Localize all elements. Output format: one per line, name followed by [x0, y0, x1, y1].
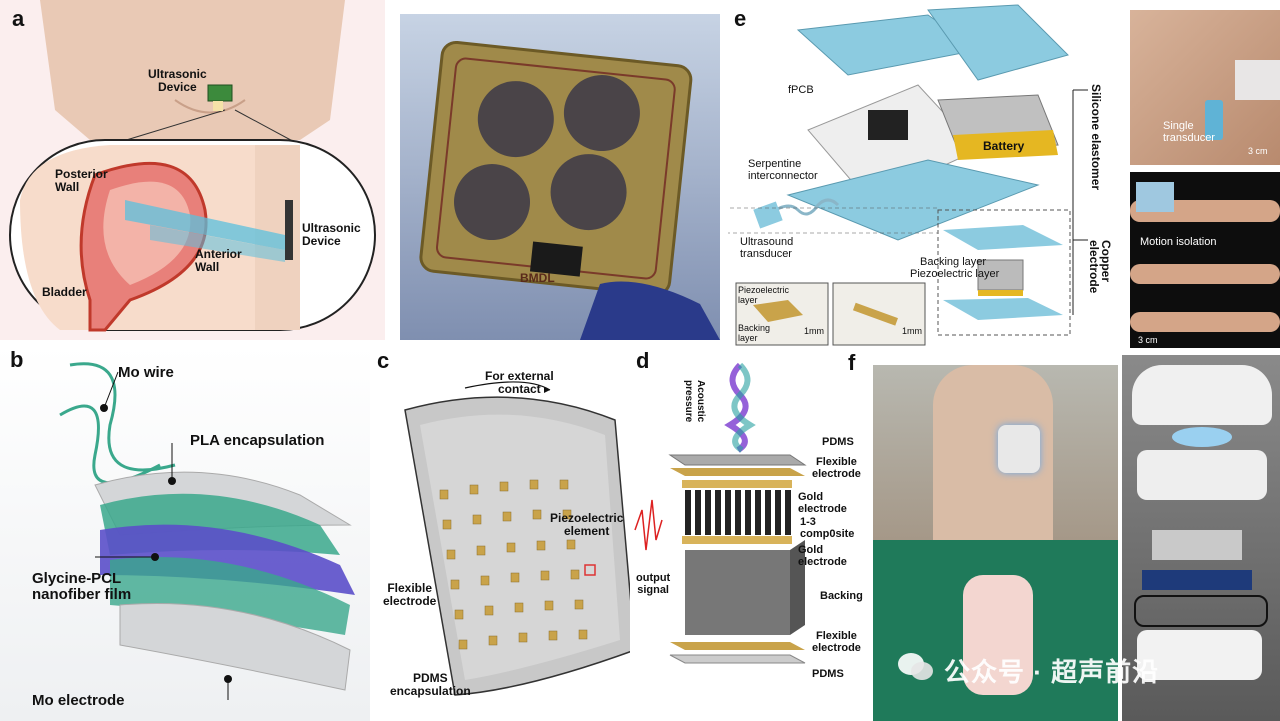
- panel-b-letter: b: [10, 347, 23, 373]
- label-ultrasound-transducer: Ultrasound transducer: [740, 236, 793, 260]
- label-scale-3cm-b: 3 cm: [1138, 335, 1158, 345]
- label-scale-1mm-a: 1mm: [804, 326, 824, 336]
- label-pdms-encapsulation: PDMS encapsulation: [390, 672, 471, 698]
- label-serpentine: Serpentine interconnector: [748, 158, 818, 182]
- label-piezo-layer: Piezoelectric layer: [910, 268, 999, 280]
- label-scale-3cm-a: 3 cm: [1248, 146, 1268, 156]
- label-pdms-bottom: PDMS: [812, 668, 844, 680]
- label-single-transducer: Single transducer: [1163, 120, 1215, 144]
- label-flexible-electrode: Flexible electrode: [383, 582, 436, 608]
- label-anterior-wall: Anterior Wall: [195, 248, 242, 274]
- label-acoustic-pressure: Acoustic pressure: [682, 380, 706, 422]
- frame-ring: [1134, 595, 1268, 627]
- panel-e-letter: e: [734, 6, 746, 32]
- light-ring: [1172, 427, 1232, 447]
- label-motion-isolation: Motion isolation: [1140, 236, 1216, 248]
- label-mo-electrode: Mo electrode: [32, 693, 125, 709]
- photo-bottle-device: [873, 540, 1118, 721]
- wechat-icon: [896, 650, 936, 684]
- photo-back-transducer: Single transducer 3 cm: [1130, 10, 1280, 165]
- panel-d-letter: d: [636, 350, 649, 374]
- label-battery: Battery: [983, 140, 1024, 152]
- panel-a: a Ultrasonic Device Posterior Wall Anter…: [0, 0, 385, 340]
- chip-illustration: [400, 14, 720, 340]
- label-composite: 1-3 comp0site: [800, 516, 870, 540]
- label-output-signal: output signal: [636, 572, 670, 596]
- chip-brand-label: BMDL: [520, 272, 555, 284]
- label-backing-layer: Backing layer: [920, 256, 986, 268]
- chip-layer: [1152, 530, 1242, 560]
- panel-d: d Acoustic pressure PDMS Flexible electr…: [630, 350, 870, 721]
- label-piezo-element: Piezoelectric element: [550, 512, 623, 538]
- white-patch: [1235, 60, 1280, 100]
- label-fpcb: fPCB: [788, 84, 814, 96]
- label-backing: Backing: [820, 590, 863, 602]
- panel-e: e fPCB Battery Serpentine interconnector…: [728, 0, 1128, 350]
- arm-2: [1130, 264, 1280, 284]
- inset-photo: [1136, 182, 1174, 212]
- arm-3: [1130, 312, 1280, 332]
- top-shell: [1132, 365, 1272, 425]
- mid-shell: [1137, 450, 1267, 500]
- panel-a-letter: a: [12, 6, 24, 32]
- photo-ultrasonic-chip: BMDL: [400, 14, 720, 340]
- panel-b: b Mo wire PLA encapsulation Glycine-PCL …: [0, 345, 370, 721]
- label-external-contact: For external contact: [485, 370, 554, 396]
- label-bladder: Bladder: [42, 286, 87, 299]
- label-posterior-wall: Posterior Wall: [55, 168, 108, 194]
- label-gold-electrode-top: Gold electrode: [798, 491, 870, 515]
- label-inset-backing: Backing layer: [738, 323, 770, 343]
- label-inset-piezo: Piezoelectric layer: [738, 285, 789, 305]
- panel-c: c For external contact Piezoelectric ele…: [375, 350, 640, 721]
- label-glycine-pcl: Glycine-PCL nanofiber film: [32, 571, 131, 603]
- label-ultrasonic-device-right: Ultrasonic Device: [302, 222, 361, 248]
- label-ultrasonic-device-top: Ultrasonic Device: [148, 68, 207, 94]
- label-gold-electrode-bottom: Gold electrode: [798, 544, 870, 568]
- label-pla-encapsulation: PLA encapsulation: [190, 433, 324, 449]
- label-pdms-top: PDMS: [822, 436, 854, 448]
- neck-device: [998, 425, 1040, 473]
- label-mo-wire: Mo wire: [118, 365, 174, 381]
- label-silicone-elastomer: Silicone elastomer: [1090, 84, 1102, 190]
- label-scale-1mm-b: 1mm: [902, 326, 922, 336]
- panel-b-illustration: [0, 345, 370, 721]
- panel-c-letter: c: [377, 350, 389, 374]
- label-copper-electrode: Copper electrode: [1088, 240, 1112, 293]
- pcb-layer: [1142, 570, 1252, 590]
- panel-f-letter: f: [848, 350, 855, 376]
- photo-arm-motion: Motion isolation 3 cm: [1130, 172, 1280, 348]
- label-flex-electrode-bottom: Flexible electrode: [812, 630, 861, 654]
- watermark-text: 公众号 · 超声前沿: [944, 652, 1159, 689]
- label-flex-electrode-top: Flexible electrode: [812, 456, 861, 480]
- photo-neck-device: [873, 365, 1118, 540]
